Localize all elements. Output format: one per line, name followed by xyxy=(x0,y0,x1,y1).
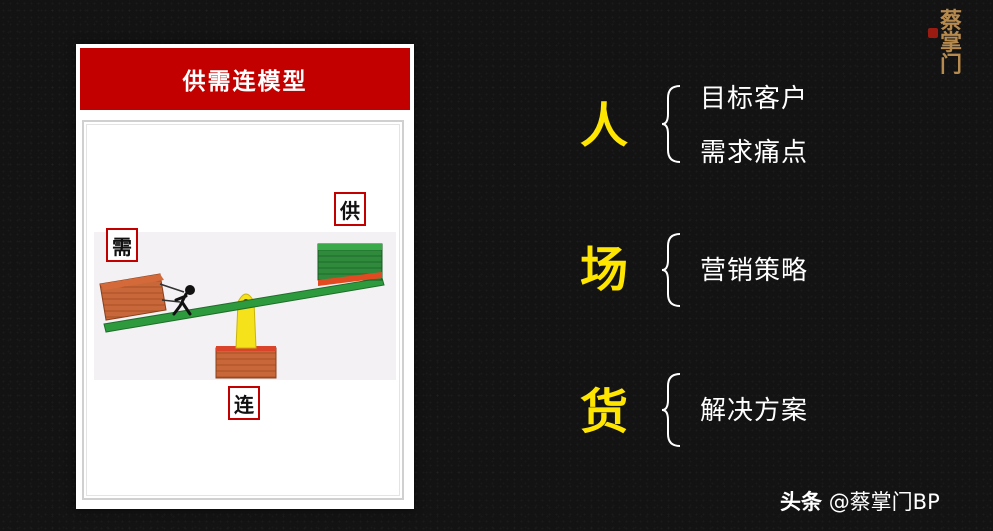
card-title: 供需连模型 xyxy=(80,48,410,110)
brand-logo: 蔡掌门 xyxy=(939,8,962,78)
model-card: 供需连模型 xyxy=(76,44,414,509)
supply-box xyxy=(317,243,383,286)
seesaw-illustration xyxy=(94,232,396,380)
brace-icon xyxy=(661,373,681,447)
watermark-platform: 头条 xyxy=(780,490,822,514)
supply-label: 供 xyxy=(334,192,366,226)
card-frame xyxy=(82,120,404,500)
card-frame-inner xyxy=(86,124,400,496)
pulling-figure xyxy=(172,285,195,316)
demand-box xyxy=(99,273,167,321)
item-solution: 解决方案 xyxy=(700,396,809,426)
key-goods: 货 xyxy=(580,384,629,440)
brace-icon xyxy=(661,233,681,307)
demand-label: 需 xyxy=(106,228,138,262)
item-target-customer: 目标客户 xyxy=(700,84,809,114)
key-person: 人 xyxy=(580,98,629,154)
connect-label: 连 xyxy=(228,386,260,420)
watermark: 头条 @蔡掌门BP xyxy=(780,486,940,516)
item-pain-points: 需求痛点 xyxy=(700,138,809,168)
watermark-handle: @蔡掌门BP xyxy=(828,490,940,514)
key-scene: 场 xyxy=(580,242,629,298)
brace-icon xyxy=(661,85,681,163)
item-marketing-strategy: 营销策略 xyxy=(700,256,809,286)
seal-icon xyxy=(928,28,938,38)
